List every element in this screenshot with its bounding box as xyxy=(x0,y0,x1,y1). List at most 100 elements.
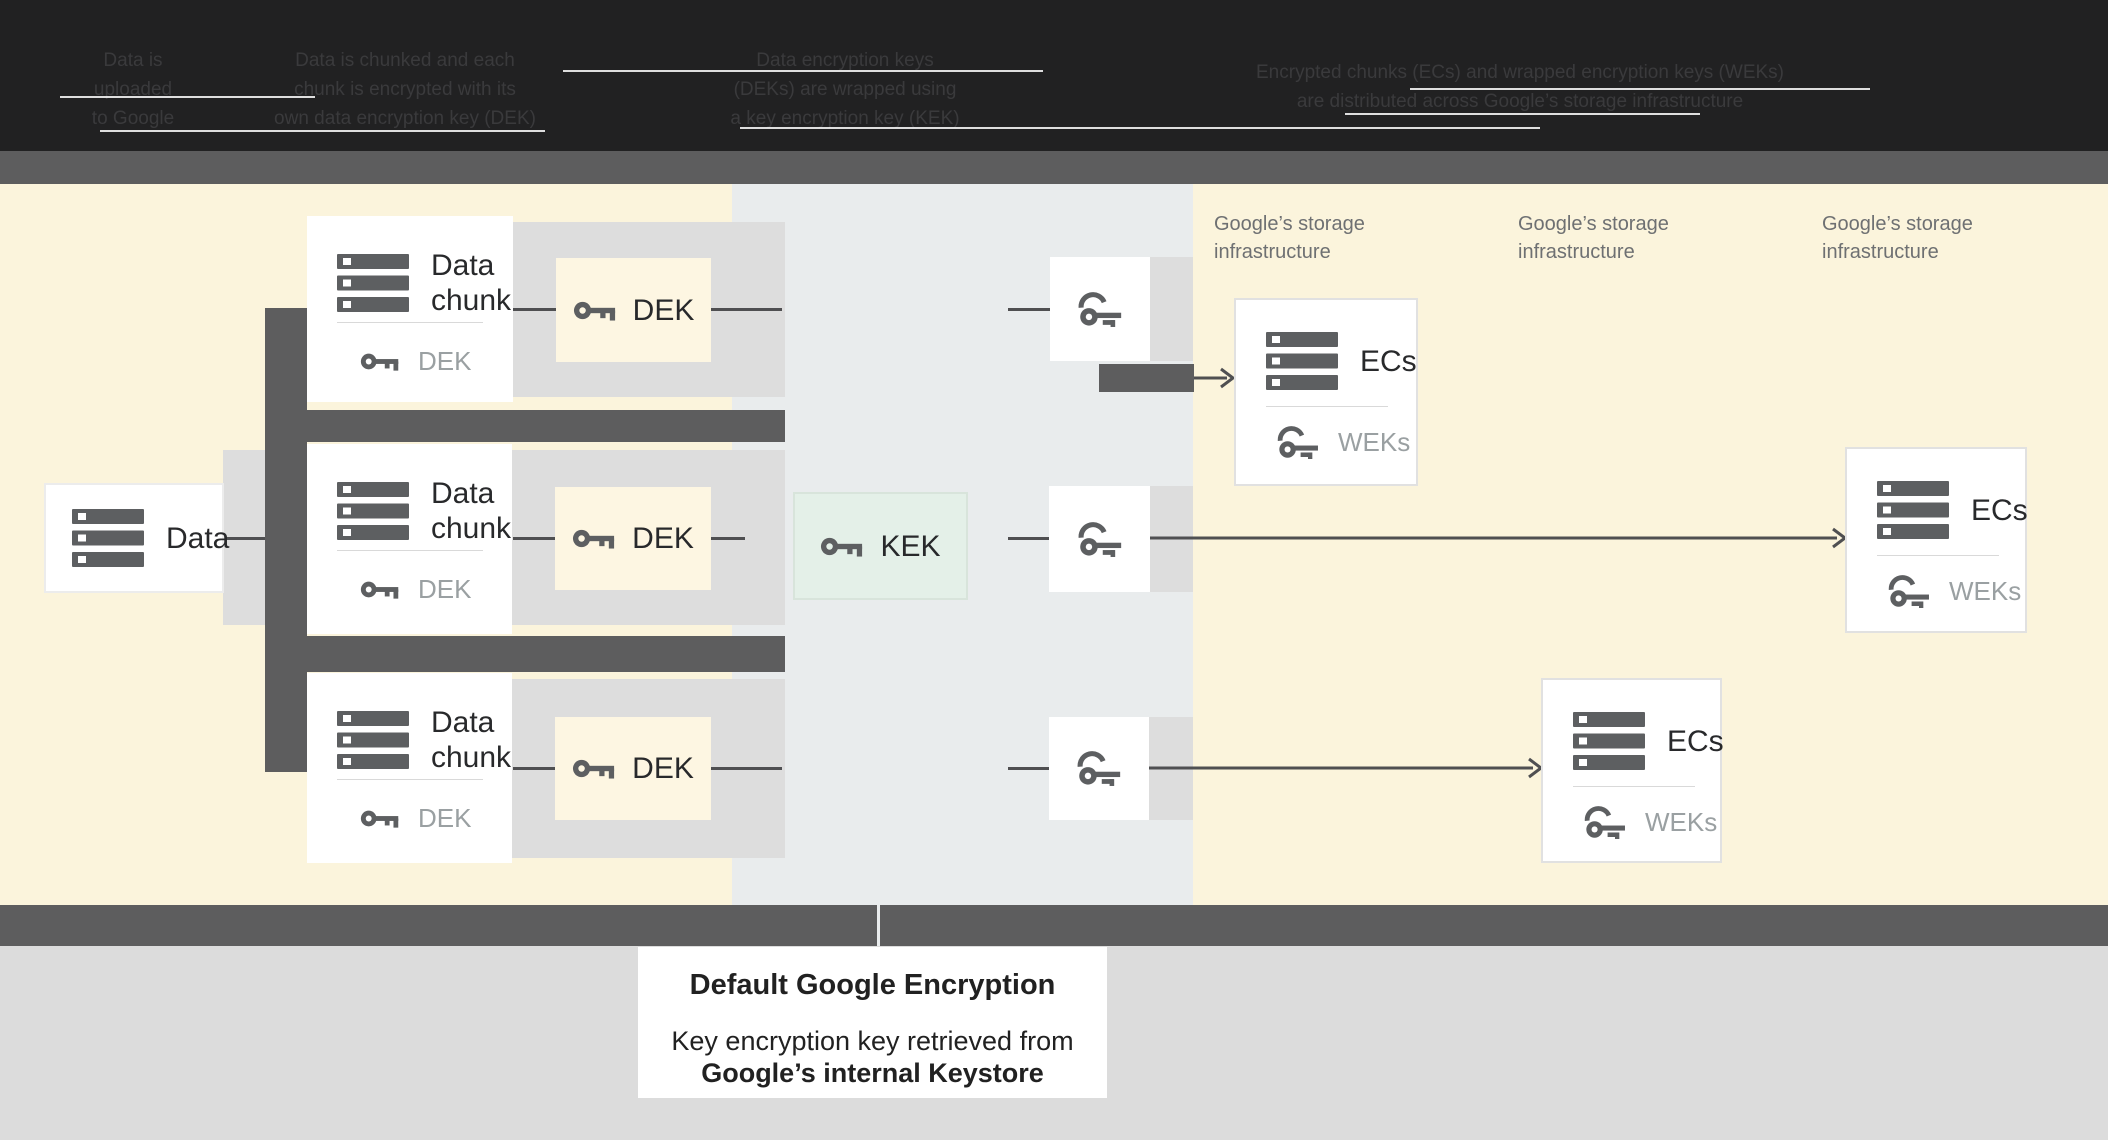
caption-title: Default Google Encryption xyxy=(689,969,1056,1001)
key-band-patch xyxy=(1150,257,1193,361)
storage-infra-label: Google’s storage infrastructure xyxy=(1518,210,1669,266)
footer-area: Default Google Encryption Key encryption… xyxy=(0,946,2108,1140)
top-divider-strip xyxy=(0,151,2108,184)
chunk-title-line: chunk xyxy=(431,741,512,774)
wrapped-key-icon xyxy=(1276,426,1320,459)
storage-label-line: infrastructure xyxy=(1214,241,1331,263)
divider xyxy=(337,322,483,323)
header-step-line: Data encryption keys xyxy=(756,50,934,71)
artifact-streak xyxy=(740,127,1540,129)
connector-line xyxy=(711,767,782,770)
right-arrow-icon xyxy=(1149,757,1544,779)
server-stack-icon xyxy=(72,509,144,567)
chunk-dek-label: DEK xyxy=(418,574,472,604)
server-stack-icon xyxy=(1877,481,1949,539)
bottom-divider-strip xyxy=(0,905,2108,946)
right-arrow-icon xyxy=(1194,367,1236,389)
server-stack-icon xyxy=(337,711,409,769)
connector-line xyxy=(513,537,555,540)
ecs-header: ECs xyxy=(1573,712,1724,770)
dek-box: DEK xyxy=(556,258,711,362)
data-box-label: Data xyxy=(166,521,230,555)
header-step-upload: Data is uploaded to Google xyxy=(33,46,233,133)
wrapped-key-icon xyxy=(1887,575,1931,608)
key-icon xyxy=(360,578,400,601)
artifact-streak xyxy=(60,96,315,98)
key-icon xyxy=(572,756,616,781)
connector-line xyxy=(711,537,745,540)
caption-leader-line xyxy=(877,905,880,947)
chunk-title-line: Data xyxy=(431,477,495,510)
header-step-wrapping: Data encryption keys (DEKs) are wrapped … xyxy=(690,46,1000,133)
chunk-dek-label: DEK xyxy=(418,803,472,833)
weks-label: WEKs xyxy=(1338,427,1411,457)
header-step-line: Encrypted chunks (ECs) and wrapped encry… xyxy=(1256,62,1784,83)
ecs-label: ECs xyxy=(1360,344,1417,378)
header-step-chunking: Data is chunked and each chunk is encryp… xyxy=(245,46,565,133)
chunk-header: Data chunk xyxy=(337,248,511,318)
connector-line xyxy=(513,767,555,770)
dek-label: DEK xyxy=(632,293,695,327)
wrapped-key-icon xyxy=(1077,292,1123,327)
data-chunk-box: Data chunk DEK xyxy=(307,673,512,863)
key-icon xyxy=(360,350,400,373)
key-icon xyxy=(572,526,616,551)
caption-line: Key encryption key retrieved from xyxy=(671,1026,1074,1056)
header-step-line: are distributed across Google’s storage … xyxy=(1296,91,1744,112)
ecs-box: ECs WEKs xyxy=(1541,678,1724,863)
storage-infra-label: Google’s storage infrastructure xyxy=(1214,210,1365,266)
header-step-line: chunk is encrypted with its xyxy=(294,79,516,100)
server-stack-icon xyxy=(1573,712,1645,770)
artifact-streak xyxy=(1345,113,1700,115)
header-step-line: Data is chunked and each xyxy=(295,50,515,71)
connector-line xyxy=(1008,537,1049,540)
storage-label-line: Google’s storage xyxy=(1214,213,1365,235)
divider xyxy=(1573,786,1695,787)
caption-box: Default Google Encryption Key encryption… xyxy=(638,947,1107,1098)
divider xyxy=(1266,406,1388,407)
chunk-title-line: Data xyxy=(431,706,495,739)
dek-label: DEK xyxy=(632,752,694,785)
dek-box: DEK xyxy=(555,487,711,590)
weks-label: WEKs xyxy=(1949,576,2022,606)
ecs-header: ECs xyxy=(1266,332,1417,390)
storage-label-line: Google’s storage xyxy=(1518,213,1669,235)
weks-label: WEKs xyxy=(1645,807,1718,837)
server-stack-icon xyxy=(337,254,409,312)
wrapped-key-icon xyxy=(1076,751,1122,786)
connector-line xyxy=(711,308,782,311)
divider xyxy=(337,550,483,551)
storage-label-line: infrastructure xyxy=(1822,241,1939,263)
connector-line xyxy=(1008,767,1049,770)
right-arrow-icon xyxy=(1150,527,1848,549)
header-bar: Data is uploaded to Google Data is chunk… xyxy=(0,0,2108,151)
artifact-streak xyxy=(1410,88,1870,90)
chunk-header: Data chunk xyxy=(337,476,511,546)
storage-label-line: infrastructure xyxy=(1518,241,1635,263)
dek-box: DEK xyxy=(555,717,711,820)
artifact-streak xyxy=(100,130,545,132)
ecs-header: ECs xyxy=(1877,481,2028,539)
connector-bar xyxy=(265,410,785,442)
connector-bar xyxy=(265,636,785,672)
key-icon xyxy=(820,534,864,559)
connector-line xyxy=(1008,308,1050,311)
connector-line xyxy=(226,537,265,540)
divider xyxy=(1877,555,1999,556)
server-stack-icon xyxy=(1266,332,1338,390)
ecs-box: ECs WEKs xyxy=(1845,447,2028,633)
header-step-distribution: Encrypted chunks (ECs) and wrapped encry… xyxy=(1240,58,1800,116)
divider xyxy=(337,779,483,780)
ecs-box: ECs WEKs xyxy=(1234,298,1418,486)
data-chunk-box: Data chunk DEK xyxy=(307,216,513,402)
ecs-label: ECs xyxy=(1667,724,1724,758)
key-icon xyxy=(360,807,400,830)
header-step-line: Data is xyxy=(103,50,163,71)
data-chunk-box: Data chunk DEK xyxy=(307,444,512,634)
wrapped-key-bar xyxy=(1099,364,1194,392)
kek-box: KEK xyxy=(793,492,968,600)
caption-line: Google’s internal Keystore xyxy=(701,1058,1044,1088)
header-step-line: (DEKs) are wrapped using xyxy=(733,79,957,100)
header-step-line: own data encryption key (DEK) xyxy=(274,108,536,129)
